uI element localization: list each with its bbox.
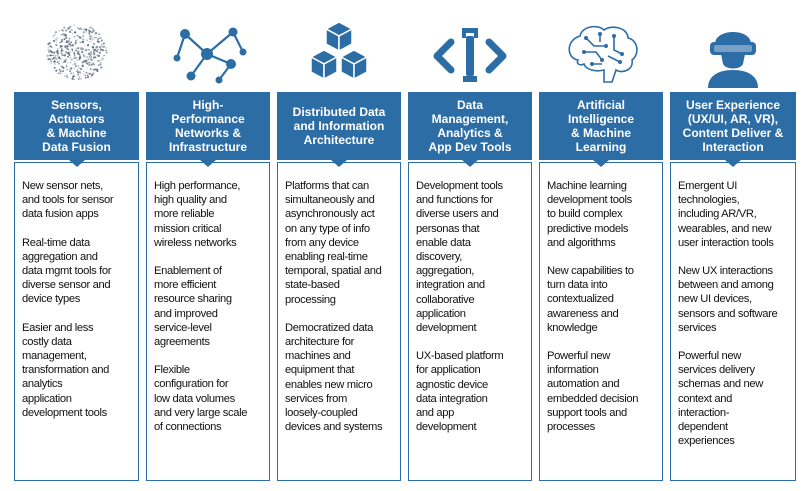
list-item: Platforms that can simultaneously and as…: [285, 180, 382, 306]
list-item: UX-based platform for application agnost…: [416, 350, 504, 434]
list-item: Enablement of more efficient resource sh…: [154, 265, 232, 349]
column-body: Development tools and functions for dive…: [408, 162, 532, 481]
network-nodes-icon: [173, 27, 247, 84]
column-title: Distributed Data and Information Archite…: [277, 92, 401, 167]
list-item: Development tools and functions for dive…: [416, 180, 503, 335]
circuit-brain-icon: [568, 25, 638, 83]
stacked-cubes-icon: [309, 21, 369, 81]
list-item: Emergent UI technologies, including AR/V…: [678, 180, 774, 249]
column-body: Machine learning development tools to bu…: [539, 162, 663, 481]
vr-headset-user-icon: [708, 32, 758, 88]
list-item: Machine learning development tools to bu…: [547, 180, 632, 249]
list-item: High performance, high quality and more …: [154, 180, 241, 249]
list-item: New UX interactions between and among ne…: [678, 265, 778, 334]
list-item: Real-time data aggregation and data mgmt…: [22, 236, 112, 306]
list-item: Powerful new information automation and …: [547, 350, 639, 434]
column-body: Platforms that can simultaneously and as…: [277, 162, 401, 481]
column-title: High- Performance Networks & Infrastruct…: [146, 92, 270, 167]
list-item: New capabilities to turn data into conte…: [547, 265, 634, 334]
column-sensors: Sensors, Actuators & Machine Data Fusion…: [14, 0, 139, 491]
column-title: User Experience (UX/UI, AR, VR), Content…: [670, 92, 796, 167]
list-item: Flexible configuration for low data volu…: [154, 364, 248, 434]
list-item: Democratized data architecture for machi…: [285, 321, 383, 434]
column-title: Artificial Intelligence & Machine Learni…: [539, 92, 663, 167]
column-body: Emergent UI technologies, including AR/V…: [670, 162, 796, 481]
list-item: Easier and less costly data management, …: [22, 321, 109, 419]
column-title: Data Management, Analytics & App Dev Too…: [408, 92, 532, 167]
list-item: Powerful new services delivery schemas a…: [678, 350, 763, 448]
column-distributed-architecture: Distributed Data and Information Archite…: [277, 0, 401, 491]
code-brackets-icon: [433, 28, 507, 82]
sensor-dots-icon: [46, 24, 108, 81]
column-body: New sensor nets, and tools for sensor da…: [14, 162, 139, 481]
column-title: Sensors, Actuators & Machine Data Fusion: [14, 92, 139, 167]
column-body: High performance, high quality and more …: [146, 162, 270, 481]
column-networks: High- Performance Networks & Infrastruct…: [146, 0, 270, 491]
column-user-experience: User Experience (UX/UI, AR, VR), Content…: [670, 0, 796, 491]
list-item: New sensor nets, and tools for sensor da…: [22, 180, 114, 221]
column-ai-ml: Artificial Intelligence & Machine Learni…: [539, 0, 663, 491]
column-data-management: Data Management, Analytics & App Dev Too…: [408, 0, 532, 491]
